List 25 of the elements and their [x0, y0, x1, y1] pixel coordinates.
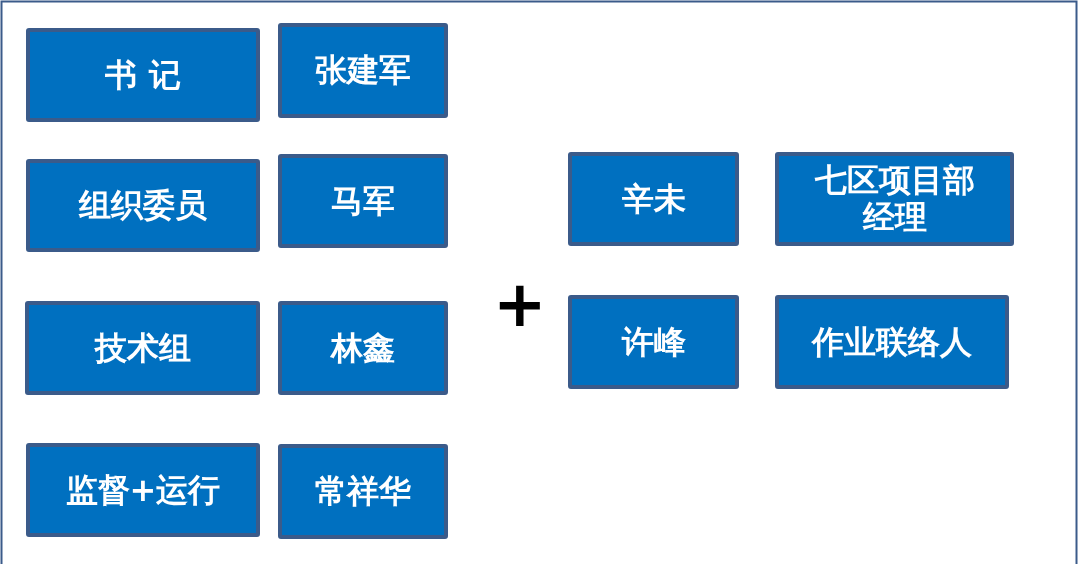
node-label: 监督+运行: [65, 471, 221, 509]
node-label: 张建军: [315, 52, 411, 89]
role-box: [278, 154, 448, 248]
node-label: 常祥华: [315, 473, 411, 510]
role-box: [775, 152, 1014, 246]
node-label: 许峰: [621, 323, 686, 361]
role-box: [26, 159, 260, 252]
role-box: [568, 295, 739, 389]
node-label: 技术组: [94, 329, 191, 367]
role-box: [775, 295, 1009, 389]
node-label: 组织委员: [79, 187, 207, 224]
role-box: [26, 28, 260, 122]
plus-sign: +: [493, 272, 547, 336]
role-box: [278, 23, 448, 118]
node-label: 林鑫: [331, 329, 395, 367]
role-box: [25, 301, 260, 395]
role-box: [278, 301, 448, 395]
node-label: 马军: [331, 182, 395, 220]
node-label: 辛未: [621, 180, 686, 218]
node-label: 书 记: [105, 56, 181, 94]
role-box: [26, 443, 260, 537]
role-box: [278, 444, 448, 539]
role-box: [568, 152, 739, 246]
node-label: 七区项目部经理: [813, 162, 976, 236]
node-label: 作业联络人: [812, 323, 972, 361]
